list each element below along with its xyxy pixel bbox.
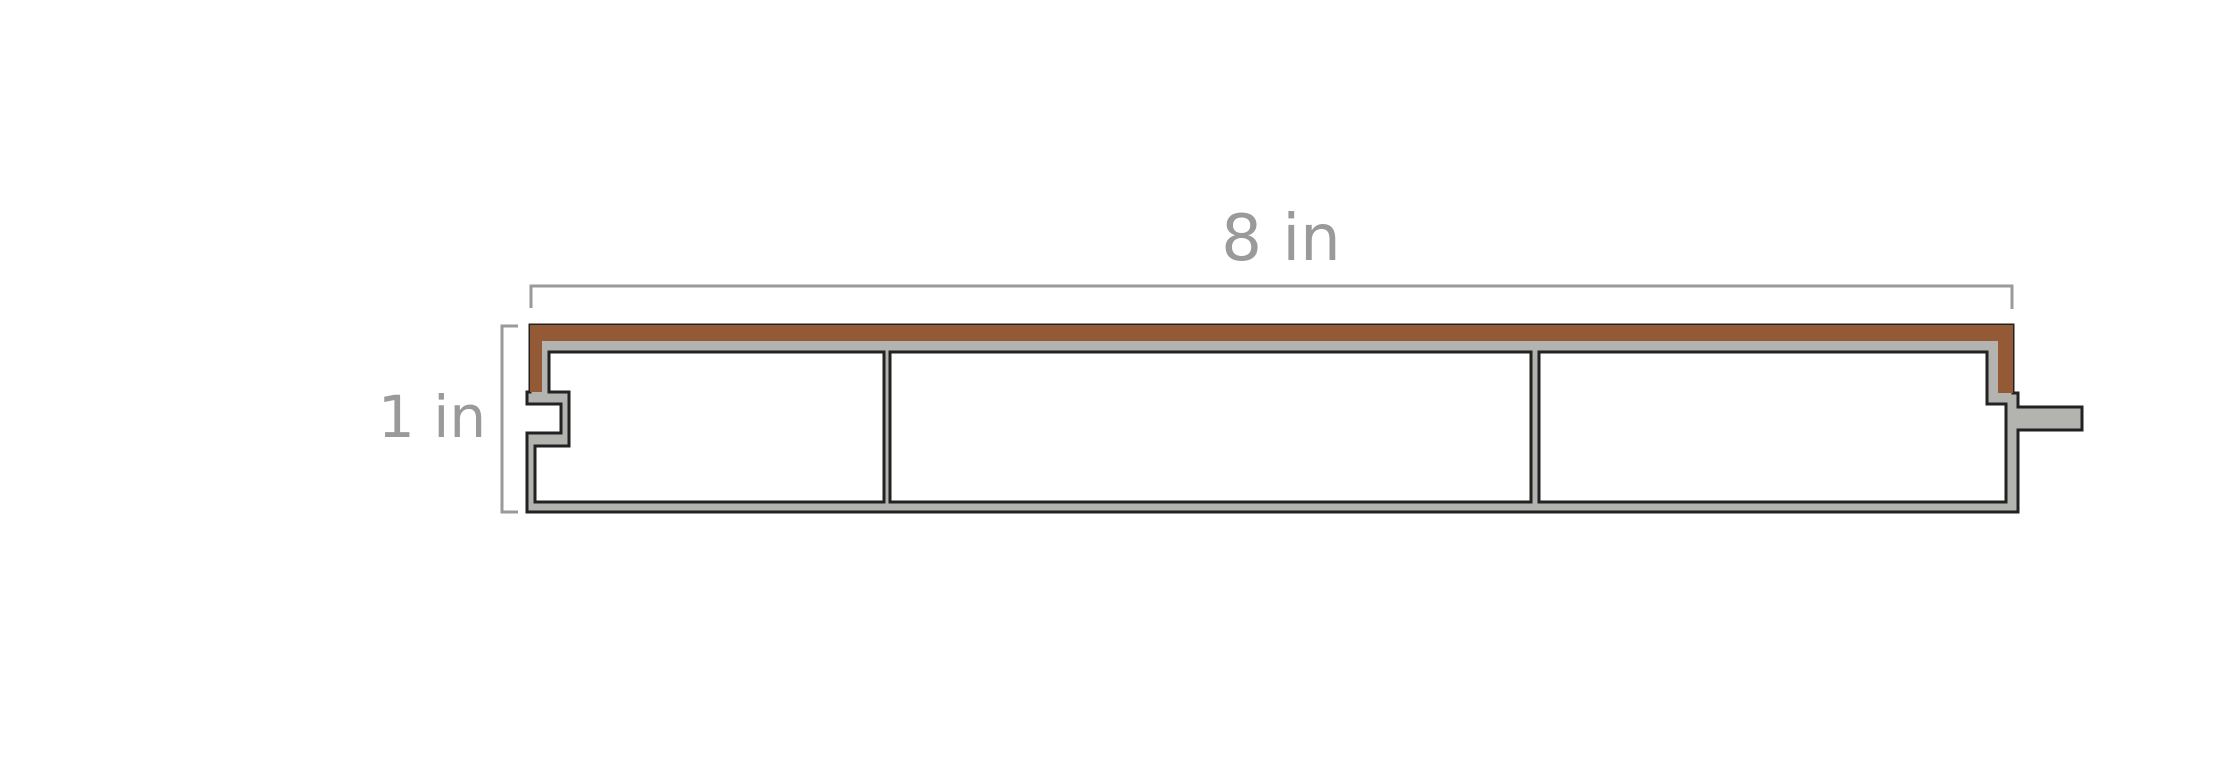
height-dimension: 1 in xyxy=(378,324,518,514)
hollow-cell-1 xyxy=(533,350,886,504)
cap-layer xyxy=(530,325,2013,393)
width-label: 8 in xyxy=(1221,202,1340,276)
width-dimension: 8 in xyxy=(529,202,2014,309)
hollow-cell-3 xyxy=(1537,350,2008,504)
hollow-cell-2 xyxy=(888,350,1533,504)
width-dimension-bracket xyxy=(529,284,2014,309)
height-dimension-bracket xyxy=(500,324,518,514)
height-label: 1 in xyxy=(378,383,486,451)
